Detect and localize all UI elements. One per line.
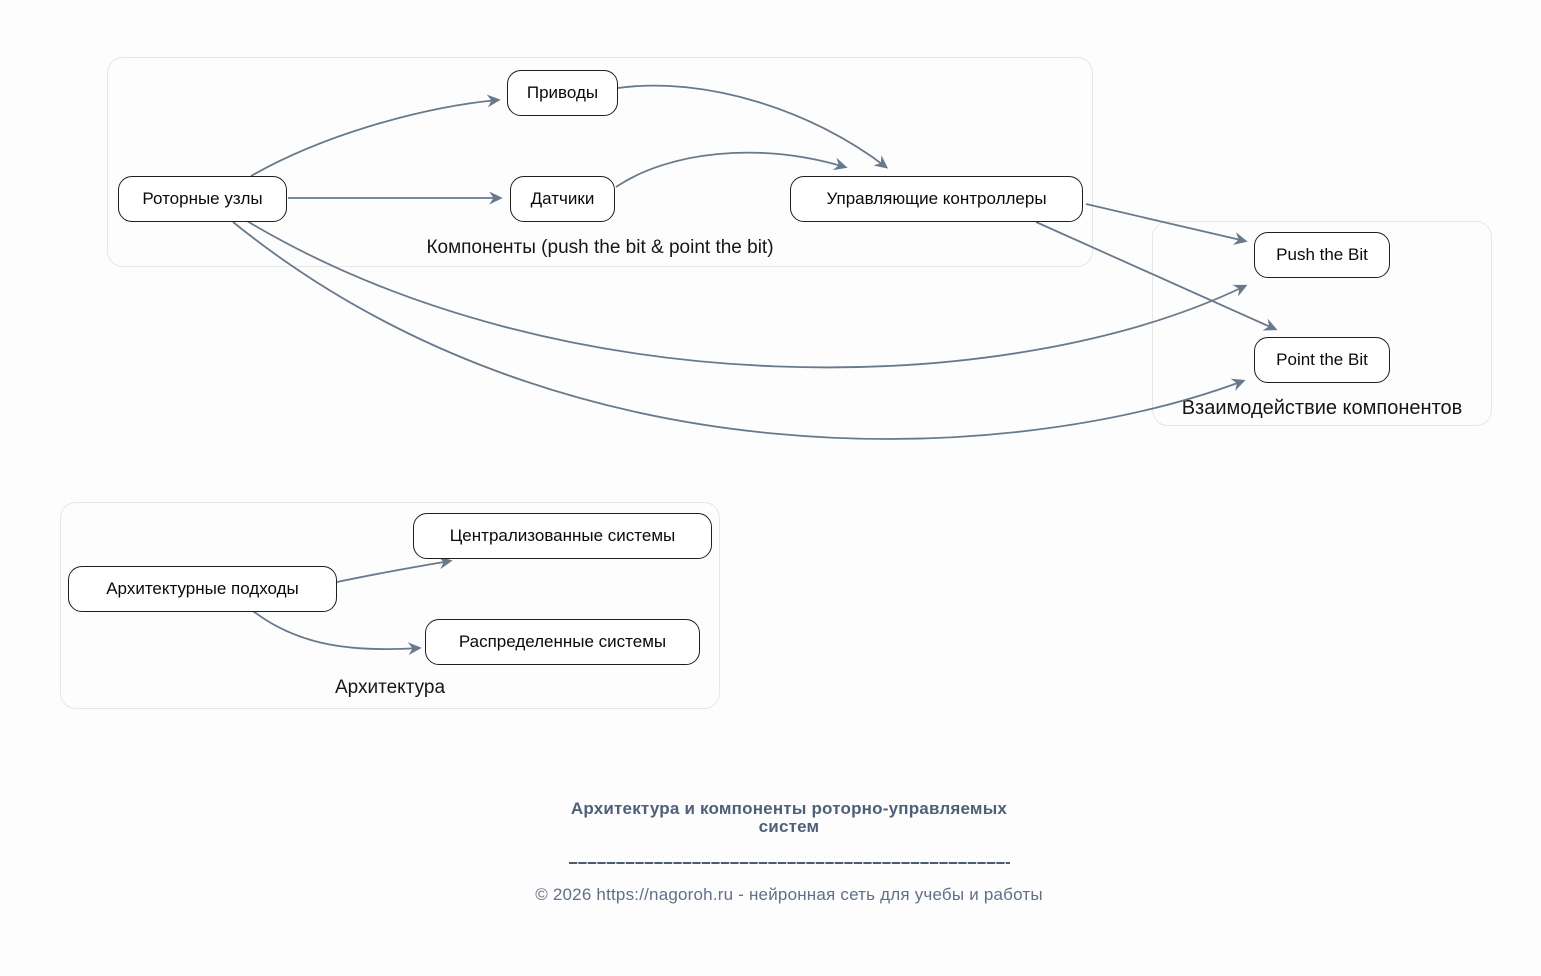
edge-approaches-to-centralized xyxy=(336,556,453,583)
group-interaction-label: Взаимодействие компонентов xyxy=(1181,397,1463,419)
group-architecture-label: Архитектура xyxy=(334,677,446,698)
node-arch-approaches: Архитектурные подходы xyxy=(68,566,337,612)
footer-copyright: © 2026 https://nagoroh.ru - нейронная се… xyxy=(535,884,1043,904)
footer-divider xyxy=(568,861,1010,864)
node-sensors: Датчики xyxy=(510,176,615,222)
node-centralized-systems: Централизованные системы xyxy=(413,513,712,559)
node-control-controllers: Управляющие контроллеры xyxy=(790,176,1083,222)
footer-title-line2: систем xyxy=(758,816,820,836)
edge-rotary-to-push xyxy=(246,220,1248,369)
footer: Архитектура и компоненты роторно-управля… xyxy=(389,800,1189,905)
node-rotary-units: Роторные узлы xyxy=(118,176,287,222)
edge-rotary-to-drives xyxy=(250,94,501,177)
node-distributed-systems: Распределенные системы xyxy=(425,619,700,665)
edge-drives-to-controllers xyxy=(617,84,889,169)
edge-controllers-to-push xyxy=(1085,203,1248,245)
node-drives: Приводы xyxy=(507,70,618,116)
node-push-the-bit: Push the Bit xyxy=(1254,232,1390,278)
node-point-the-bit: Point the Bit xyxy=(1254,337,1390,383)
edge-controllers-to-point xyxy=(1035,221,1278,331)
edge-rotary-to-point xyxy=(232,221,1246,440)
footer-title-line1: Архитектура и компоненты роторно-управля… xyxy=(570,799,1008,818)
group-components-label: Компоненты (push the bit & point the bit… xyxy=(426,237,774,258)
edge-sensors-to-controllers xyxy=(615,151,848,188)
edge-approaches-to-distributed xyxy=(252,610,422,656)
